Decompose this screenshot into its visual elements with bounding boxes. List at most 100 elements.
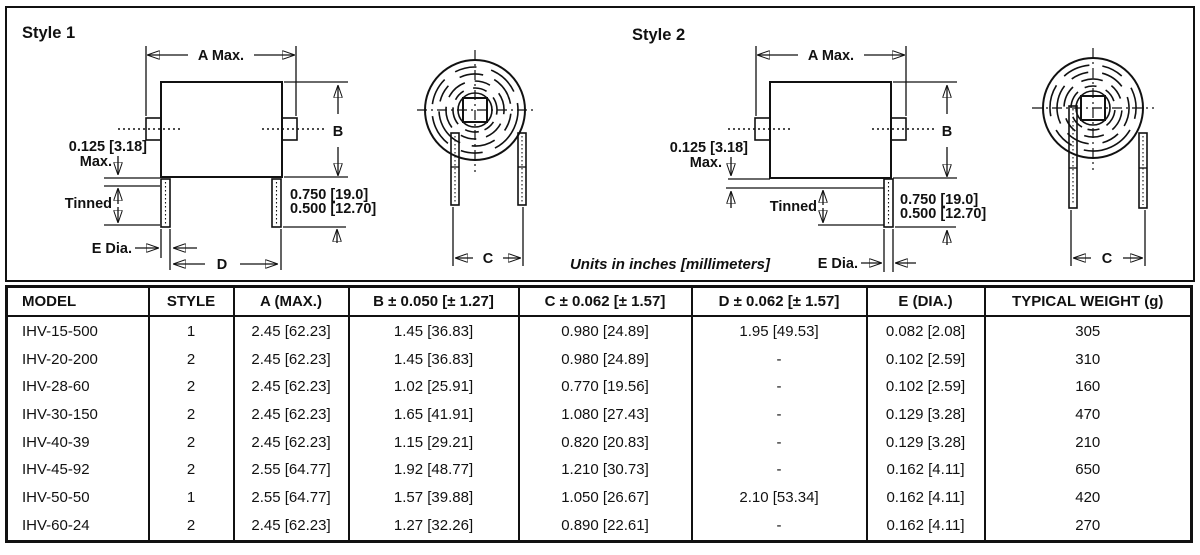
table-row: IHV-30-150 2 2.45 [62.23] 1.65 [41.91] 1…: [7, 400, 1192, 429]
style2-body: [769, 81, 892, 179]
style1-lead-len-short: 0.500 [12.70]: [290, 201, 376, 217]
style2-e-dia-label: E Dia.: [818, 256, 858, 272]
c-cell: 0.820 [20.83]: [517, 428, 692, 456]
e-cell: 0.102 [2.59]: [865, 372, 985, 401]
style1-lead-len-long: 0.750 [19.0]: [290, 187, 368, 203]
style1-e-dia-label: E Dia.: [92, 241, 132, 257]
col-header-b: B ± 0.050 [± 1.27]: [347, 286, 519, 317]
d-cell: -: [690, 428, 867, 456]
style1-c-label: C: [483, 251, 494, 267]
a-cell: 2.45 [62.23]: [232, 428, 349, 456]
model-cell: IHV-30-150: [22, 405, 98, 423]
style1-end-leads: [450, 132, 527, 206]
style2-lead: [883, 178, 894, 228]
style-cell: 1: [147, 316, 234, 346]
style2-standoff-max-label: Max.: [690, 155, 722, 171]
spec-table-section: MODEL STYLE A (MAX.) B ± 0.050 [± 1.27] …: [5, 285, 1193, 543]
style1-a-max-label: A Max.: [198, 48, 244, 64]
weight-cell: 305: [983, 316, 1192, 346]
style2-end-right-lead: [1138, 132, 1148, 209]
style2-e-dia-dimension: E Dia.: [818, 229, 916, 272]
a-cell: 2.45 [62.23]: [232, 400, 349, 429]
model-cell: IHV-20-200: [22, 350, 98, 368]
style1-lead-length-dimension: 0.750 [19.0] 0.500 [12.70]: [283, 187, 376, 243]
style2-standoff-dimension: 0.125 [3.18] Max.: [670, 140, 884, 208]
e-cell: 0.162 [4.11]: [865, 455, 985, 484]
b-cell: 1.27 [32.26]: [347, 511, 519, 542]
style2-standoff-label: 0.125 [3.18]: [670, 140, 748, 156]
model-cell: IHV-45-92: [22, 461, 90, 479]
style2-tinned-dimension: Tinned: [770, 191, 884, 226]
b-cell: 1.57 [39.88]: [347, 483, 519, 512]
style1-standoff-label: 0.125 [3.18]: [69, 139, 147, 155]
style-cell: 2: [147, 400, 234, 429]
a-cell: 2.55 [64.77]: [232, 483, 349, 512]
style2-lead-len-long: 0.750 [19.0]: [900, 192, 978, 208]
c-cell: 0.770 [19.56]: [517, 372, 692, 401]
style1-b-label: B: [333, 124, 343, 140]
e-cell: 0.129 [3.28]: [865, 400, 985, 429]
b-cell: 1.92 [48.77]: [347, 455, 519, 484]
a-cell: 2.45 [62.23]: [232, 345, 349, 373]
a-cell: 2.55 [64.77]: [232, 455, 349, 484]
style1-right-tab: [281, 117, 298, 141]
model-cell: IHV-60-24: [22, 517, 90, 535]
style2-end-leads: [1068, 105, 1148, 209]
style2-lead-rect: [883, 178, 894, 228]
header-row: MODEL STYLE A (MAX.) B ± 0.050 [± 1.27] …: [6, 286, 1192, 317]
style1-left-tab: [145, 117, 162, 141]
style1-a-max-dimension: A Max.: [145, 46, 297, 116]
style1-side-view: Style 1 A Max. B: [22, 24, 376, 273]
table-row: IHV-15-500 1 2.45 [62.23] 1.45 [36.83] 0…: [7, 316, 1192, 346]
style2-right-tab: [890, 117, 907, 141]
a-cell: 2.45 [62.23]: [232, 372, 349, 401]
style1-title: Style 1: [22, 24, 75, 42]
style2-end-view: C: [1032, 48, 1154, 267]
style1-d-label: D: [217, 257, 227, 273]
a-cell: 2.45 [62.23]: [232, 316, 349, 346]
style1-end-right-lead: [517, 132, 527, 206]
style1-left-lead: [160, 178, 171, 228]
style2-b-dimension: B: [893, 81, 957, 179]
c-cell: 0.890 [22.61]: [517, 511, 692, 542]
col-header-d: D ± 0.062 [± 1.57]: [690, 286, 867, 317]
drawing-frame: [5, 6, 1195, 282]
b-cell: 1.45 [36.83]: [347, 316, 519, 346]
style-cell: 2: [147, 345, 234, 373]
col-header-weight: TYPICAL WEIGHT (g): [983, 286, 1192, 317]
style1-right-lead: [271, 178, 282, 228]
style2-tinned-label: Tinned: [770, 199, 817, 215]
style1-tinned-label: Tinned: [65, 196, 112, 212]
style2-title: Style 2: [632, 26, 685, 44]
weight-cell: 650: [983, 455, 1192, 484]
spec-table: MODEL STYLE A (MAX.) B ± 0.050 [± 1.27] …: [5, 285, 1193, 543]
d-cell: 2.10 [53.34]: [690, 483, 867, 512]
e-cell: 0.102 [2.59]: [865, 345, 985, 373]
style1-coil-winding: [431, 66, 519, 154]
table-row: IHV-45-92 2 2.55 [64.77] 1.92 [48.77] 1.…: [7, 455, 1192, 484]
b-cell: 1.65 [41.91]: [347, 400, 519, 429]
style-cell: 2: [147, 428, 234, 456]
d-cell: -: [690, 455, 867, 484]
b-cell: 1.15 [29.21]: [347, 428, 519, 456]
style-cell: 2: [147, 455, 234, 484]
col-header-model: MODEL: [6, 286, 149, 317]
style-cell: 2: [147, 372, 234, 401]
table-row: IHV-60-24 2 2.45 [62.23] 1.27 [32.26] 0.…: [7, 511, 1192, 542]
b-cell: 1.02 [25.91]: [347, 372, 519, 401]
style-cell: 1: [147, 483, 234, 512]
style1-end-view: C: [417, 50, 533, 267]
a-cell: 2.45 [62.23]: [232, 511, 349, 542]
model-cell: IHV-40-39: [22, 433, 90, 451]
c-cell: 1.050 [26.67]: [517, 483, 692, 512]
style1-b-dimension: B: [284, 81, 348, 178]
style2-a-max-label: A Max.: [808, 48, 854, 64]
d-cell: -: [690, 345, 867, 373]
style2-end-left-lead: [1068, 105, 1078, 209]
c-cell: 1.080 [27.43]: [517, 400, 692, 429]
style2-lead-len-short: 0.500 [12.70]: [900, 206, 986, 222]
dimension-drawing: Style 1 A Max. B: [22, 24, 1154, 273]
d-cell: -: [690, 400, 867, 429]
model-cell: IHV-28-60: [22, 378, 90, 396]
